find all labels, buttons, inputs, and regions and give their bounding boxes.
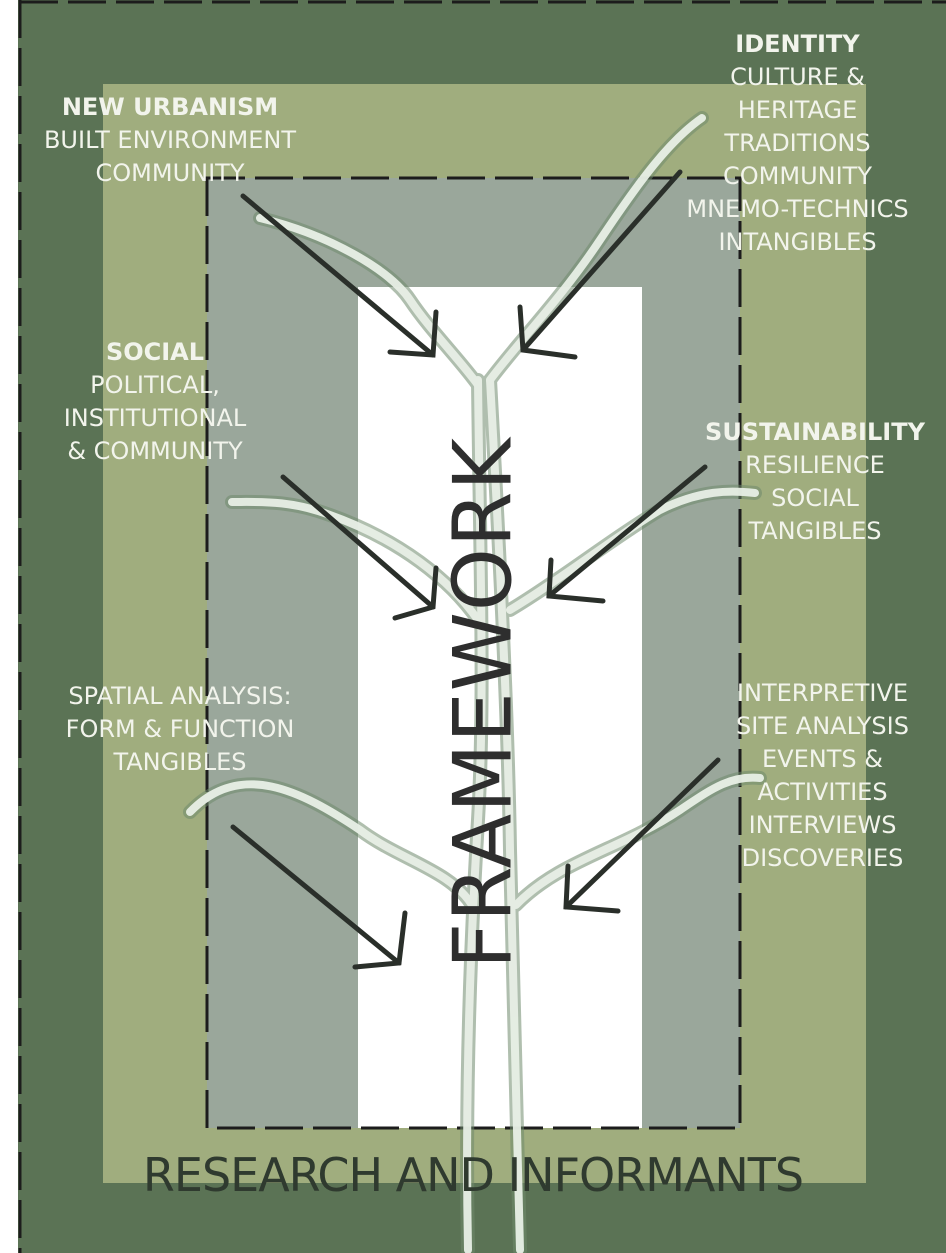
line: HERITAGE <box>737 96 858 124</box>
arrow-spatial <box>230 824 408 970</box>
line: BUILT ENVIRONMENT <box>43 126 297 154</box>
heading-new-urbanism: NEW URBANISM <box>61 93 279 121</box>
arrows <box>230 169 721 970</box>
line: RESILIENCE <box>745 451 885 479</box>
arrow-sustainability <box>546 464 708 604</box>
research-and-informants-title: RESEARCH AND INFORMANTS <box>142 1148 804 1202</box>
line: INTANGIBLES <box>718 228 877 256</box>
label-identity: IDENTITY CULTURE & HERITAGE TRADITIONS C… <box>650 28 945 259</box>
line: DISCOVERIES <box>741 844 904 872</box>
line: COMMUNITY <box>723 162 872 190</box>
heading-identity: IDENTITY <box>735 30 860 58</box>
line: SOCIAL <box>771 484 859 512</box>
line: & COMMUNITY <box>67 437 243 465</box>
line: MNEMO-TECHNICS <box>686 195 909 223</box>
arrow-identity <box>517 169 683 360</box>
heading-social: SOCIAL <box>105 338 205 366</box>
label-spatial: SPATIAL ANALYSIS: FORM & FUNCTION TANGIB… <box>15 680 345 779</box>
label-sustainability: SUSTAINABILITY RESILIENCE SOCIAL TANGIBL… <box>690 416 940 548</box>
line: TANGIBLES <box>748 517 882 545</box>
label-interpretive: INTERPRETIVE SITE ANALYSIS EVENTS & ACTI… <box>700 677 945 875</box>
framework-title: FRAMEWORK <box>436 437 530 969</box>
line: TANGIBLES <box>113 748 247 776</box>
line: TRADITIONS <box>724 129 871 157</box>
line: ACTIVITIES <box>757 778 888 806</box>
tree-branches <box>183 111 767 1253</box>
line: SITE ANALYSIS <box>736 712 909 740</box>
line: INTERVIEWS <box>748 811 897 839</box>
arrow-new-urbanism <box>240 193 439 358</box>
line: CULTURE & <box>730 63 865 91</box>
line: INTERPRETIVE <box>736 679 909 707</box>
line: POLITICAL, <box>90 371 220 399</box>
arrow-social <box>280 474 439 621</box>
line: COMMUNITY <box>95 159 245 187</box>
heading-sustainability: SUSTAINABILITY <box>705 418 925 446</box>
arrow-interpretive <box>563 757 721 914</box>
label-new-urbanism: NEW URBANISM BUILT ENVIRONMENT COMMUNITY <box>0 91 340 190</box>
line: EVENTS & <box>762 745 883 773</box>
line: INSTITUTIONAL <box>63 404 247 432</box>
line: SPATIAL ANALYSIS: <box>68 682 292 710</box>
label-social: SOCIAL POLITICAL, INSTITUTIONAL & COMMUN… <box>20 336 290 468</box>
line: FORM & FUNCTION <box>65 715 295 743</box>
